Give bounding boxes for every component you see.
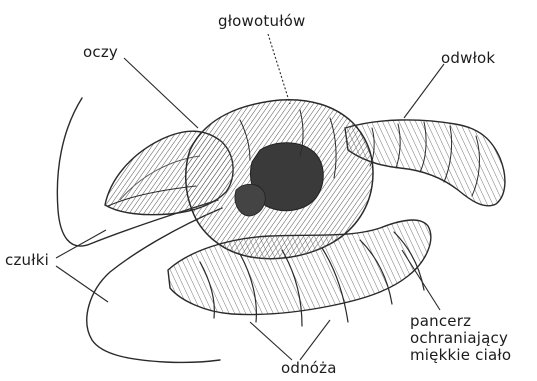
leader-line-legs-2 [300, 320, 330, 360]
leader-line-legs-1 [250, 322, 292, 360]
label-antennae: czułki [5, 252, 49, 269]
label-shell: pancerz ochraniający miękkie ciało [410, 313, 511, 364]
label-abdomen: odwłok [441, 50, 495, 67]
label-shell-line1: pancerz [410, 313, 511, 330]
label-cephalothorax: głowotułów [218, 13, 306, 30]
leader-line-head [268, 34, 290, 104]
label-shell-line3: miękkie ciało [410, 347, 511, 364]
label-legs: odnóża [281, 360, 337, 377]
legs-drawing [168, 220, 431, 326]
label-eyes: oczy [83, 44, 118, 61]
leader-line-antennae-2 [56, 266, 108, 302]
label-shell-line2: ochraniający [410, 330, 511, 347]
leader-line-eyes [124, 58, 198, 128]
leader-line-abdomen [404, 64, 444, 118]
